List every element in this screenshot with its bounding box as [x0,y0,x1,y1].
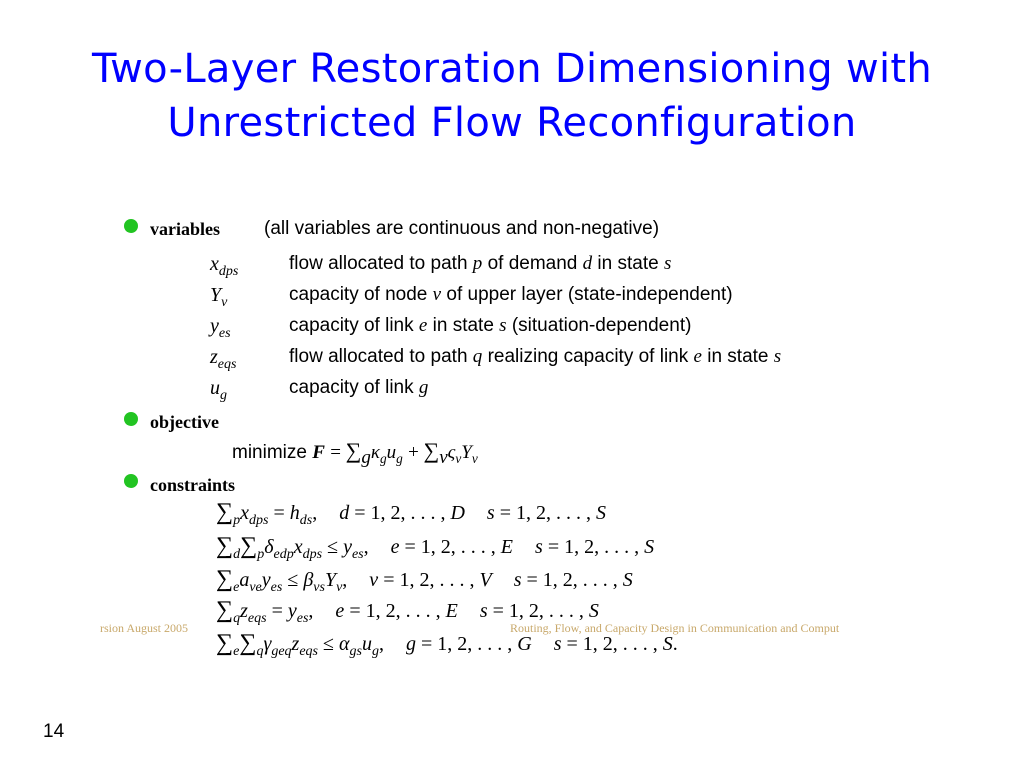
variable-description-z-eqs: flow allocated to path q realizing capac… [289,346,782,367]
variable-description-Y-v: capacity of node v of upper layer (state… [289,284,733,305]
variable-symbol-Y-v: Yv [210,284,228,310]
minimize-label: minimize [232,442,307,463]
bullet-constraints [124,474,138,488]
variable-symbol-y-es: yes [210,315,231,341]
objective-formula: minimize F = ∑gκgug + ∑vςvYv [232,438,478,468]
variable-description-y-es: capacity of link e in state s (situation… [289,315,692,336]
variable-symbol-u-g: ug [210,377,227,403]
variable-symbol-z-eqs: zeqs [210,346,237,372]
variables-heading: variables [150,219,220,239]
bullet-variables [124,219,138,233]
variable-description-x-dps: flow allocated to path p of demand d in … [289,253,672,274]
slide-title-line-1: Two-Layer Restoration Dimensioning with [91,46,933,92]
variables-note: (all variables are continuous and non-ne… [264,218,660,239]
constraint-lower-capacity: ∑e∑qγgeqzeqs ≤ αgsug,g = 1, 2, . . . , G… [216,630,678,659]
bullet-objective [124,412,138,426]
variable-description-u-g: capacity of link g [289,377,429,398]
variable-symbol-x-dps: xdps [210,253,239,279]
page-number: 14 [43,721,65,742]
slide-title-line-2: Unrestricted Flow Reconfiguration [167,100,857,146]
slide-title: Two-Layer Restoration Dimensioning with … [0,42,1024,150]
footer-right: Routing, Flow, and Capacity Design in Co… [510,621,840,635]
constraints-heading: constraints [150,475,235,495]
objective-heading: objective [150,412,219,432]
footer-left: rsion August 2005 [100,621,189,635]
